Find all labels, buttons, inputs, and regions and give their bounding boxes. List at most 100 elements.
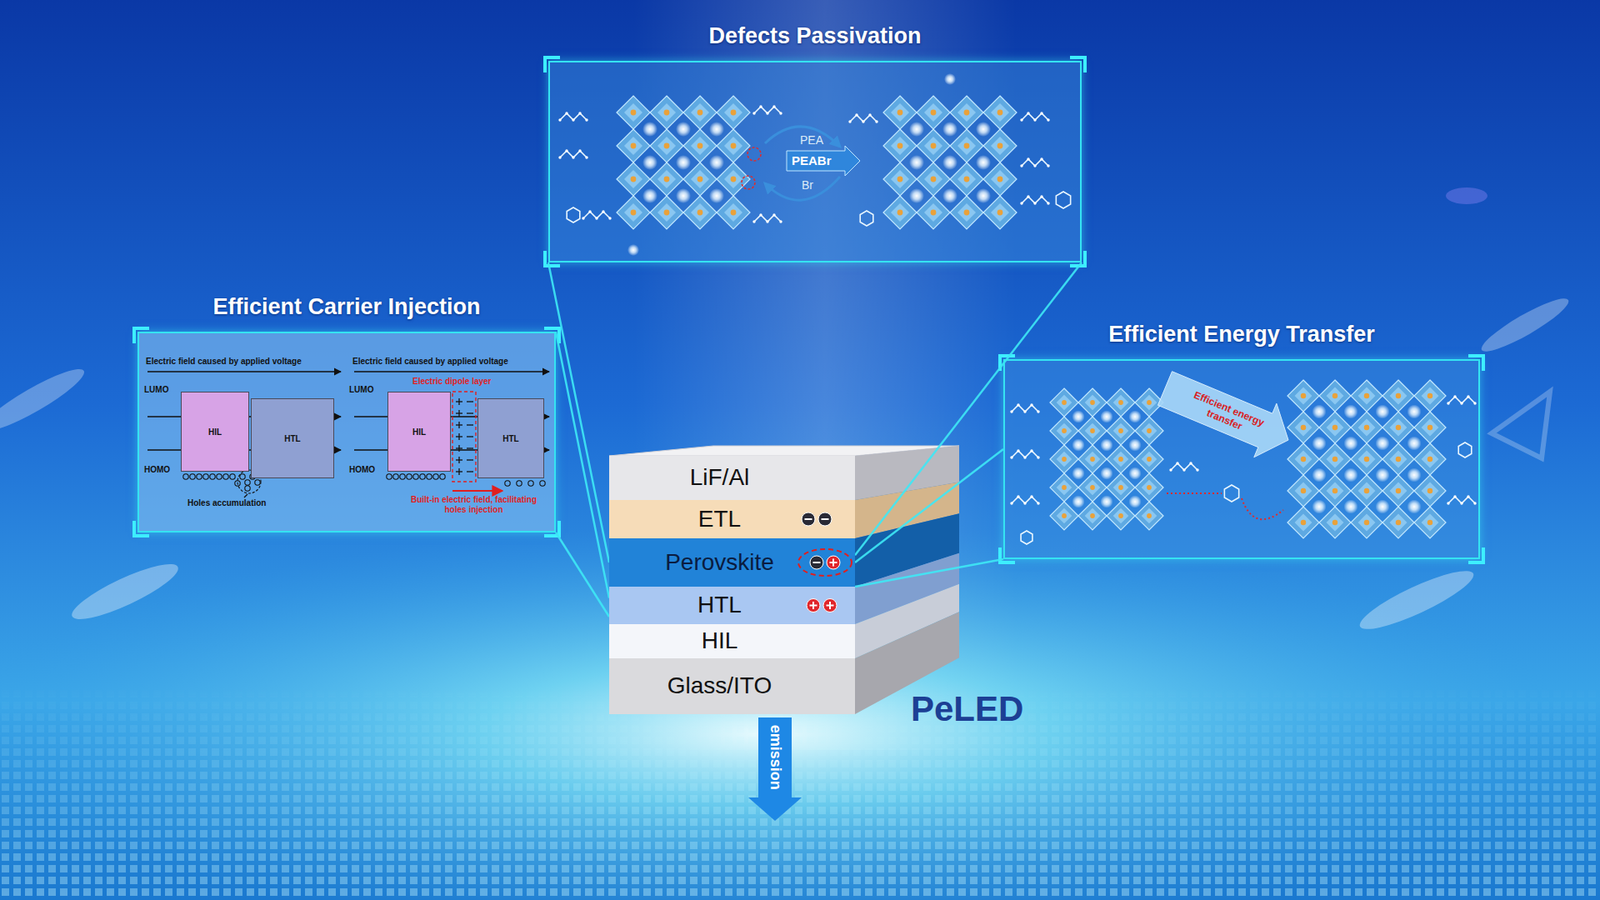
ligand-atom <box>1466 395 1470 398</box>
cation-site <box>1311 499 1326 514</box>
octahedron-face <box>1113 508 1130 525</box>
octahedron-face <box>924 136 943 155</box>
octahedron-face <box>690 203 710 222</box>
metal-atom <box>997 110 1004 116</box>
perovskite-lattice <box>883 95 1017 230</box>
ligand-atom <box>1473 501 1476 505</box>
vacancy-circle <box>741 175 755 190</box>
octahedron-face <box>1358 419 1376 437</box>
octahedron-face <box>1085 508 1101 525</box>
perovskite-lattice <box>1050 388 1164 530</box>
metal-atom <box>1118 400 1124 405</box>
emission-arrow <box>748 797 802 821</box>
cation-site <box>1406 499 1421 514</box>
layer-name: LiF/Al <box>690 465 750 491</box>
ligand-atom <box>1189 461 1192 465</box>
octahedron-face <box>1113 395 1130 411</box>
metal-atom <box>664 210 670 216</box>
cation-site <box>709 121 725 137</box>
octahedron-face <box>957 136 976 155</box>
ligand-atom <box>1016 449 1020 452</box>
cation-site <box>642 188 658 204</box>
octahedron-face <box>1295 387 1313 405</box>
hole-symbol <box>406 474 412 480</box>
cation-site <box>1311 467 1326 482</box>
metal-atom <box>664 110 670 116</box>
ligand-atom <box>1010 410 1013 413</box>
leader-line <box>555 331 610 617</box>
charge-sign <box>805 518 813 520</box>
cation-site <box>642 155 658 170</box>
octahedron-face <box>1326 482 1345 500</box>
metal-atom <box>1146 456 1152 462</box>
metal-atom <box>1332 488 1338 494</box>
layer-name: HTL <box>502 434 519 444</box>
metal-atom <box>1395 520 1401 525</box>
metal-atom <box>930 176 937 183</box>
octahedron-face <box>990 203 1010 222</box>
octahedron-face <box>890 203 910 222</box>
transfer-path <box>1166 492 1222 495</box>
ligand-atom <box>1016 403 1020 406</box>
benzene-ring <box>1224 485 1239 502</box>
ligand-atom <box>1040 157 1043 160</box>
corner-bracket <box>134 328 150 344</box>
ligand-atom <box>1020 201 1023 205</box>
ligand-atom <box>765 111 769 115</box>
cation-site <box>1375 499 1390 514</box>
metal-atom <box>997 210 1004 216</box>
metal-atom <box>1364 456 1370 462</box>
benzene-ring <box>1458 442 1472 458</box>
transfer-path <box>1241 498 1284 520</box>
minus-sign <box>466 424 474 425</box>
benzene-ring <box>1020 530 1033 545</box>
cation-site <box>909 188 925 204</box>
corner-bracket <box>545 57 560 73</box>
metal-atom <box>1300 456 1306 462</box>
metal-atom <box>630 210 637 216</box>
octahedron-face <box>1358 514 1376 532</box>
cation-site <box>1071 410 1085 423</box>
ligand-atom <box>1169 468 1172 471</box>
ligand-atom <box>1023 501 1026 505</box>
corner-bracket <box>134 520 150 536</box>
cation-site <box>942 188 958 204</box>
ligand-atom <box>868 113 871 116</box>
minus-sign <box>466 459 474 460</box>
octahedron-face <box>1390 514 1408 532</box>
ligand-atom <box>1036 410 1040 413</box>
octahedron-face <box>1326 450 1345 469</box>
ligand-atom <box>1460 501 1463 505</box>
cation-site <box>709 155 725 170</box>
octahedron-face <box>1421 419 1440 437</box>
cation-site <box>975 188 991 204</box>
octahedron-face <box>1295 514 1313 532</box>
octahedron-face <box>690 103 710 122</box>
metal-atom <box>697 110 704 116</box>
octahedron-face <box>1085 395 1101 411</box>
octahedron-face <box>657 103 676 122</box>
metal-atom <box>897 176 904 183</box>
charge-sign <box>832 559 835 567</box>
corner-bracket <box>1070 250 1085 266</box>
ligand-atom <box>1020 118 1023 121</box>
ligand-atom <box>1036 455 1040 459</box>
metal-atom <box>1090 456 1095 462</box>
field-line <box>147 370 341 372</box>
cation-site <box>1406 467 1421 482</box>
metal-atom <box>1090 513 1095 519</box>
ligand-atom <box>595 216 598 220</box>
hole-charge <box>806 599 820 613</box>
octahedron-face <box>890 170 910 189</box>
ligand-atom <box>1460 401 1463 405</box>
reagent-label: PEABr <box>791 153 832 169</box>
ligand-atom <box>1175 461 1179 465</box>
cation-site <box>975 155 991 170</box>
octahedron-face <box>1421 482 1440 500</box>
metal-atom <box>1061 485 1067 490</box>
ligand-atom <box>779 111 782 115</box>
metal-atom <box>897 210 904 216</box>
octahedron-face <box>624 103 643 122</box>
ligand-atom <box>1026 195 1030 198</box>
